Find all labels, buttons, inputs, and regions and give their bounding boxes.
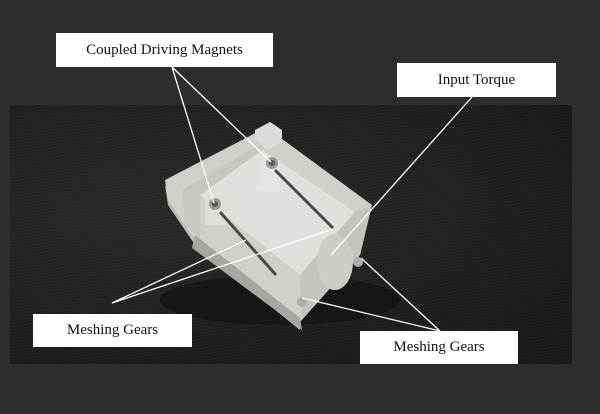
leader-line-gear-right-2 xyxy=(301,297,441,332)
label-coupled-driving-magnets: Coupled Driving Magnets xyxy=(56,33,273,67)
gearbox-device-illustration xyxy=(160,122,400,330)
leader-line-magnet-right xyxy=(171,66,272,163)
leader-line-magnet-left xyxy=(171,66,215,204)
leader-line-gear-right-1 xyxy=(360,257,441,332)
leader-line-input-torque xyxy=(330,96,473,256)
leader-line-gear-left-2 xyxy=(111,228,334,304)
label-input-torque: Input Torque xyxy=(397,63,556,97)
label-meshing-gears-right: Meshing Gears xyxy=(360,331,518,364)
leader-line-gear-left-1 xyxy=(111,239,247,304)
label-meshing-gears-left: Meshing Gears xyxy=(33,314,192,347)
